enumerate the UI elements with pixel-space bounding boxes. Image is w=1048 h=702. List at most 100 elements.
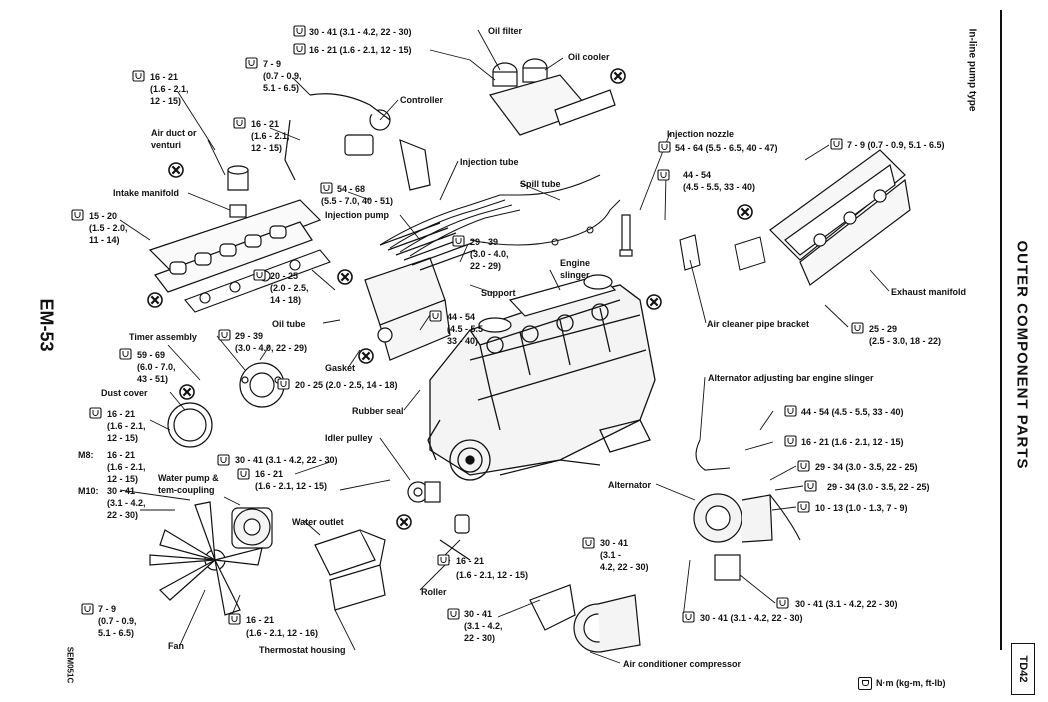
injection-tubes xyxy=(379,174,601,257)
oil-cooler xyxy=(488,74,616,136)
label-injection-pump: Injection pump xyxy=(325,210,390,220)
label-oil-tube: Oil tube xyxy=(272,319,306,329)
torque-m8-label: M8: xyxy=(78,450,94,460)
torque-t1: 30 - 41 (3.1 - 4.2, 22 - 30) xyxy=(309,27,412,37)
torque-t3-b: (0.7 - 0.9, xyxy=(263,71,302,81)
torque-m10-label: M10: xyxy=(78,486,99,496)
torque-labels: 30 - 41 (3.1 - 4.2, 22 - 30) 16 - 21 (1.… xyxy=(78,27,945,643)
legend-text: N·m (kg-m, ft-lb) xyxy=(876,677,946,688)
label-air-duct-2: venturi xyxy=(151,140,181,150)
part-labels: Oil filter Oil cooler Controller Air duc… xyxy=(101,26,966,669)
label-idler-pulley: Idler pulley xyxy=(325,433,373,443)
torque-t10-c: 33 - 40) xyxy=(447,336,478,346)
torque-t19-b: (0.7 - 0.9, xyxy=(98,616,137,626)
dust-cover xyxy=(167,402,213,448)
torque-t8-b: (3.0 - 4.0, xyxy=(470,249,509,259)
torque-t23: 54 - 64 (5.5 - 6.5, 40 - 47) xyxy=(675,143,778,153)
torque-t9-b: (2.0 - 2.5, xyxy=(270,283,309,293)
torque-t31: 10 - 13 (1.0 - 1.3, 7 - 9) xyxy=(815,503,908,513)
torque-t25: 7 - 9 (0.7 - 0.9, 5.1 - 6.5) xyxy=(847,140,945,150)
torque-t18-a: 16 - 21 xyxy=(456,556,484,566)
label-controller: Controller xyxy=(400,95,443,105)
label-air-cleaner-bracket: Air cleaner pipe bracket xyxy=(707,319,809,329)
torque-t20-a: 16 - 21 xyxy=(246,615,274,625)
torque-t4-b: (1.6 - 2.1, xyxy=(150,84,189,94)
torque-t6-c: 11 - 14) xyxy=(89,235,120,245)
torque-t11-b: (3.0 - 4.0, 22 - 29) xyxy=(235,343,307,353)
air-duct xyxy=(227,165,249,218)
label-water-pump-1: Water pump & xyxy=(158,473,219,483)
label-alternator: Alternator xyxy=(608,480,652,490)
exhaust-gasket xyxy=(734,236,766,271)
exhaust-manifold xyxy=(769,149,911,286)
thermostat-housing xyxy=(329,564,386,611)
label-water-outlet: Water outlet xyxy=(292,517,344,527)
torque-t24-a: 44 - 54 xyxy=(683,170,711,180)
torque-m10-b: (3.1 - 4.2, xyxy=(107,498,146,508)
torque-t26-b: (2.5 - 3.0, 18 - 22) xyxy=(869,336,941,346)
torque-t9-c: 14 - 18) xyxy=(270,295,301,305)
intake-manifold xyxy=(148,199,322,293)
water-outlet xyxy=(314,529,386,576)
torque-t17-a: 16 - 21 xyxy=(255,469,283,479)
valve-cover xyxy=(478,274,617,333)
torque-t17-b: (1.6 - 2.1, 12 - 15) xyxy=(255,481,327,491)
torque-t20-b: (1.6 - 2.1, 12 - 16) xyxy=(246,628,318,638)
label-roller: Roller xyxy=(421,587,447,597)
torque-t9-a: 20 - 25 xyxy=(270,271,298,281)
torque-t12-a: 59 - 69 xyxy=(137,350,165,360)
torque-t5-b: (1.6 - 2.1, xyxy=(251,131,290,141)
torque-t29: 29 - 34 (3.0 - 3.5, 22 - 25) xyxy=(815,462,918,472)
label-air-duct-1: Air duct or xyxy=(151,128,197,138)
air-cleaner-bracket xyxy=(679,234,701,271)
torque-m10-a: 30 - 41 xyxy=(107,486,135,496)
torque-t22-a: 30 - 41 xyxy=(464,609,492,619)
torque-t4-c: 12 - 15) xyxy=(150,96,181,106)
torque-t13: 20 - 25 (2.0 - 2.5, 14 - 18) xyxy=(295,380,398,390)
torque-t28: 16 - 21 (1.6 - 2.1, 12 - 15) xyxy=(801,437,904,447)
label-fan: Fan xyxy=(168,641,184,651)
torque-m8-b: (1.6 - 2.1, xyxy=(107,462,146,472)
torque-t5-a: 16 - 21 xyxy=(251,119,279,129)
right-margin-rule xyxy=(1000,10,1002,650)
torque-t18-b: (1.6 - 2.1, 12 - 15) xyxy=(456,570,528,580)
label-alt-bar-slinger: Alternator adjusting bar engine slinger xyxy=(708,373,874,383)
label-injection-tube: Injection tube xyxy=(460,157,519,167)
torque-t21-b: (3.1 - xyxy=(600,550,621,560)
torque-t5-c: 12 - 15) xyxy=(251,143,282,153)
torque-t6-b: (1.5 - 2.0, xyxy=(89,223,128,233)
alternator xyxy=(693,493,773,581)
engine-code-box: TD42 xyxy=(1011,643,1035,695)
torque-t27: 44 - 54 (4.5 - 5.5, 33 - 40) xyxy=(801,407,904,417)
torque-t21-c: 4.2, 22 - 30) xyxy=(600,562,649,572)
torque-legend: N·m (kg-m, ft-lb) xyxy=(858,677,946,690)
timer-assembly xyxy=(239,362,285,408)
torque-m10-c: 22 - 30) xyxy=(107,510,138,520)
injection-nozzle xyxy=(619,214,633,257)
torque-t22-c: 22 - 30) xyxy=(464,633,495,643)
torque-t2: 16 - 21 (1.6 - 2.1, 12 - 15) xyxy=(309,45,412,55)
torque-t19-a: 7 - 9 xyxy=(98,604,116,614)
torque-t7-b: (5.5 - 7.0, 40 - 51) xyxy=(321,196,393,206)
torque-t6-a: 15 - 20 xyxy=(89,211,117,221)
spill-tube xyxy=(469,199,621,246)
torque-t21-a: 30 - 41 xyxy=(600,538,628,548)
torque-m8-a: 16 - 21 xyxy=(107,450,135,460)
torque-t24-b: (4.5 - 5.5, 33 - 40) xyxy=(683,182,755,192)
torque-t14-b: (1.6 - 2.1, xyxy=(107,421,146,431)
torque-t30: 29 - 34 (3.0 - 3.5, 22 - 25) xyxy=(827,482,930,492)
torque-t12-b: (6.0 - 7.0, xyxy=(137,362,176,372)
label-spill-tube: Spill tube xyxy=(520,179,561,189)
torque-wrench-icon xyxy=(858,677,872,690)
label-ac-compressor: Air conditioner compressor xyxy=(623,659,742,669)
torque-t14-c: 12 - 15) xyxy=(107,433,138,443)
torque-t22-b: (3.1 - 4.2, xyxy=(464,621,503,631)
torque-t33: 30 - 41 (3.1 - 4.2, 22 - 30) xyxy=(700,613,803,623)
torque-t26-a: 25 - 29 xyxy=(869,324,897,334)
label-oil-cooler: Oil cooler xyxy=(568,52,610,62)
ac-compressor xyxy=(573,594,641,653)
idler-pulley xyxy=(407,481,441,503)
label-exhaust-manifold: Exhaust manifold xyxy=(891,287,966,297)
torque-t8-a: 29 - 39 xyxy=(470,237,498,247)
